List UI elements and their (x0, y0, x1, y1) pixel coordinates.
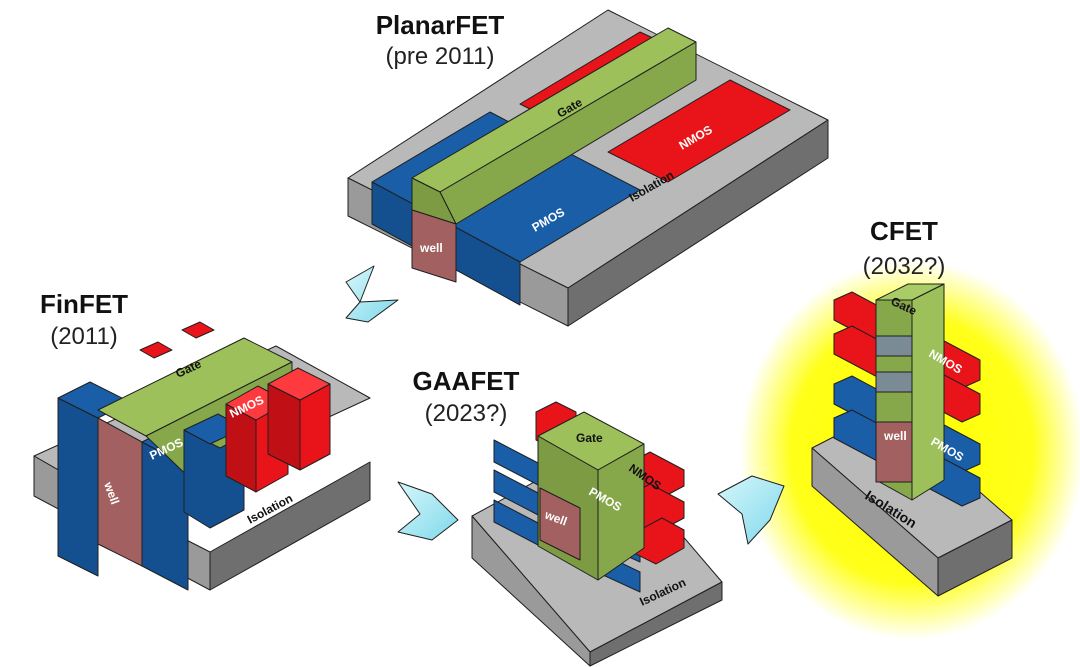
finfet-well (97, 417, 143, 567)
cfet-year: (2032?) (863, 253, 946, 280)
finfet-pmos-fin1-front (57, 397, 99, 577)
cfet-device: Gate NMOS well PMOS Isolation (811, 283, 1013, 597)
finfet-nmos-fin-back2 (181, 321, 215, 339)
planarfet-device: well Gate NMOS PMOS Isolation (347, 9, 829, 327)
finfet-nmos-fin-back1 (139, 341, 173, 359)
arrow-planar-to-finfet (345, 265, 399, 323)
cfet-well-label: well (883, 429, 907, 443)
gaafet-year: (2023?) (425, 400, 508, 427)
gaafet-title: GAAFET (413, 366, 520, 396)
planar-well-label: well (419, 241, 443, 255)
cfet-spacer2 (875, 371, 913, 393)
gaafet-gate-side (597, 443, 645, 581)
cfet-gate-side (911, 283, 945, 501)
planarfet-year: (pre 2011) (386, 43, 495, 70)
cfet-gate-top (875, 283, 945, 301)
planar-well (411, 209, 457, 283)
cfet-isolation-side (937, 519, 1013, 597)
cfet-title: CFET (870, 216, 938, 246)
finfet-device: well Gate NMOS PMOS Isolation (33, 321, 371, 591)
finfet-nmos-fin2-top (267, 367, 331, 401)
planar-nmos-front (607, 79, 791, 183)
gaafet-isolation-side (589, 581, 723, 667)
gaafet-gate-label: Gate (576, 431, 603, 445)
cfet-well (875, 421, 913, 483)
arrow-finfet-to-gaafet (397, 481, 459, 541)
arrow-gaafet-to-cfet (717, 475, 785, 545)
finfet-isolation-side (209, 461, 371, 591)
finfet-title: FinFET (40, 289, 128, 319)
finfet-year: (2011) (50, 323, 118, 350)
gaafet-well (539, 487, 581, 561)
planar-isolation-side (567, 119, 829, 327)
gaafet-device: well Gate PMOS NMOS Isolation (471, 401, 723, 667)
cfet-spacer1 (875, 335, 913, 357)
planarfet-title: PlanarFET (376, 10, 505, 40)
